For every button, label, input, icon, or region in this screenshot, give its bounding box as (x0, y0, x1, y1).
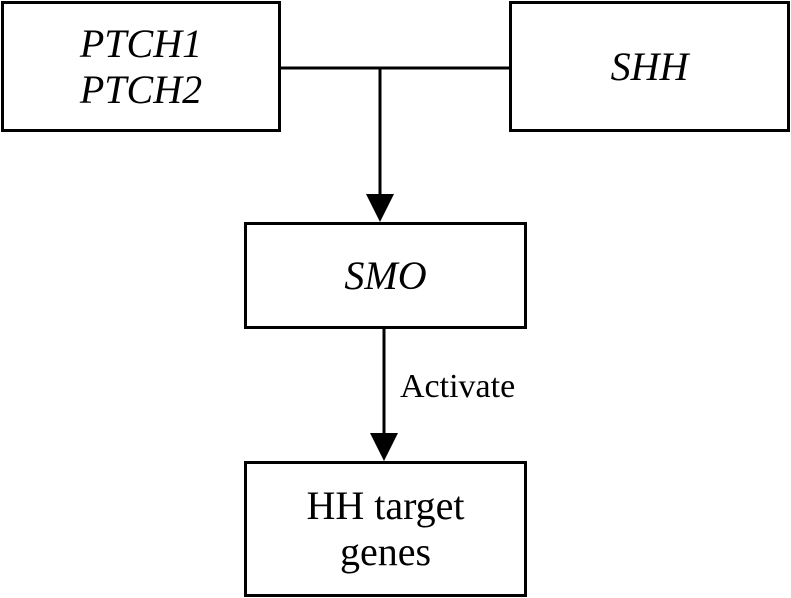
smo-node: SMO (244, 222, 527, 329)
ptch2-label: PTCH2 (79, 66, 203, 112)
hh-target-genes-node: HH target genes (244, 461, 527, 597)
activate-edge-label: Activate (400, 368, 516, 405)
ptch-node: PTCH1 PTCH2 (1, 1, 281, 132)
hh-target-label-line2: genes (339, 529, 432, 574)
shh-label: SHH (610, 43, 689, 89)
arrowhead-to-smo (366, 194, 394, 222)
ptch1-label: PTCH1 (79, 20, 203, 66)
hh-target-label-line1: HH target (306, 483, 465, 528)
shh-node: SHH (509, 1, 790, 132)
arrowhead-to-target (370, 433, 398, 461)
smo-label: SMO (344, 252, 427, 298)
